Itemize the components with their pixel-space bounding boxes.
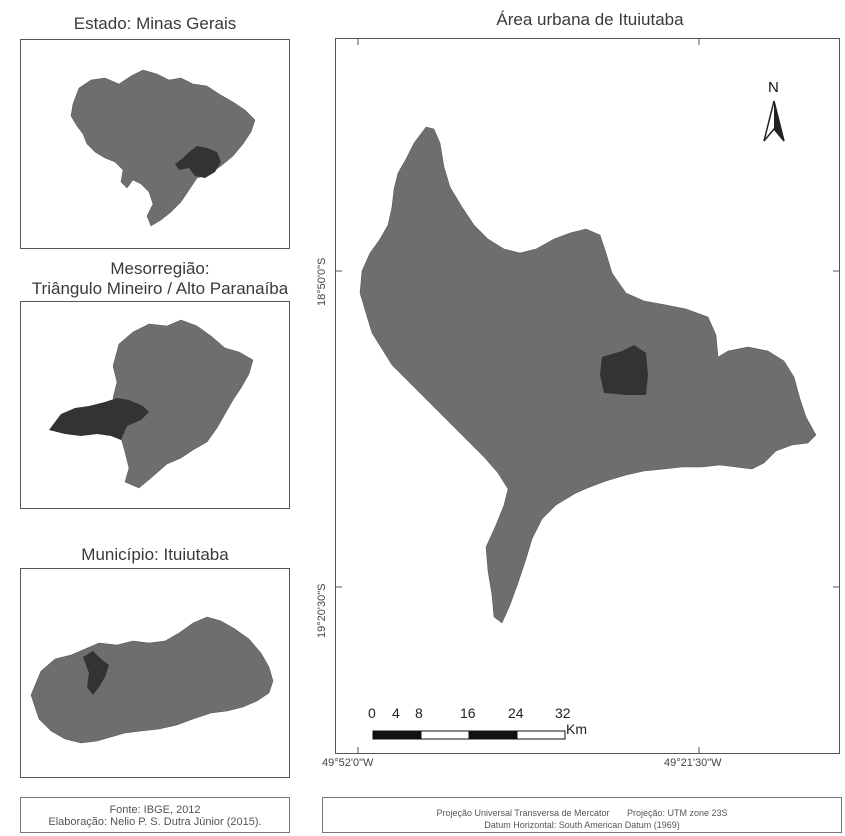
scale-label-8: 8 xyxy=(415,705,423,721)
urban-area-shape xyxy=(83,651,109,695)
projection-box: Projeção Universal Transversa de Mercato… xyxy=(322,797,842,833)
source-text: Fonte: IBGE, 2012 xyxy=(109,804,201,816)
scale-bar xyxy=(372,730,566,740)
minas-gerais-shape xyxy=(175,146,221,178)
ituiutaba-map xyxy=(30,616,274,744)
scale-label-4: 4 xyxy=(392,705,400,721)
municipality-shape xyxy=(359,126,817,624)
triangulo-mineiro-shape xyxy=(49,398,149,440)
inset-meso-title-2: Triângulo Mineiro / Alto Paranaíba xyxy=(31,279,289,298)
minas-gerais-map xyxy=(49,319,254,489)
scale-label-0: 0 xyxy=(368,705,376,721)
urban-area-map xyxy=(336,39,839,753)
latitude-label-bottom: 19°20'30"S xyxy=(316,583,328,638)
datum-text: Datum Horizontal: South American Datum (… xyxy=(484,820,680,830)
scale-label-32: 32 xyxy=(555,705,571,721)
scale-label-24: 24 xyxy=(508,705,524,721)
scale-unit: Km xyxy=(566,721,587,737)
main-map-title: Área urbana de Ituiutaba xyxy=(496,10,684,29)
graticule-ticks xyxy=(336,39,839,753)
brazil-shape xyxy=(70,69,256,227)
main-map-frame: N xyxy=(335,38,840,754)
north-label: N xyxy=(768,79,779,96)
inset-municipio-title: Município: Ituiutaba xyxy=(81,545,229,564)
longitude-label-left: 49°52'0"W xyxy=(322,757,374,769)
source-box: Fonte: IBGE, 2012 Elaboração: Nelio P. S… xyxy=(20,797,290,833)
scale-label-16: 16 xyxy=(460,705,476,721)
ituiutaba-shape xyxy=(30,616,274,744)
longitude-label-right: 49°21'30"W xyxy=(664,757,722,769)
inset-meso-frame xyxy=(20,301,290,509)
urban-area-shape xyxy=(600,345,648,395)
inset-state-frame xyxy=(20,39,290,249)
projection-text: Projeção Universal Transversa de Mercato… xyxy=(436,808,728,818)
author-text: Elaboração: Nelio P. S. Dutra Júnior (20… xyxy=(48,816,262,828)
inset-municipio-frame xyxy=(20,568,290,778)
latitude-label-top: 18°50'0"S xyxy=(316,257,328,306)
brazil-map xyxy=(70,69,256,227)
north-arrow-icon xyxy=(763,100,785,142)
inset-meso-title-1: Mesorregião: xyxy=(110,259,210,278)
inset-state-title: Estado: Minas Gerais xyxy=(73,14,237,33)
